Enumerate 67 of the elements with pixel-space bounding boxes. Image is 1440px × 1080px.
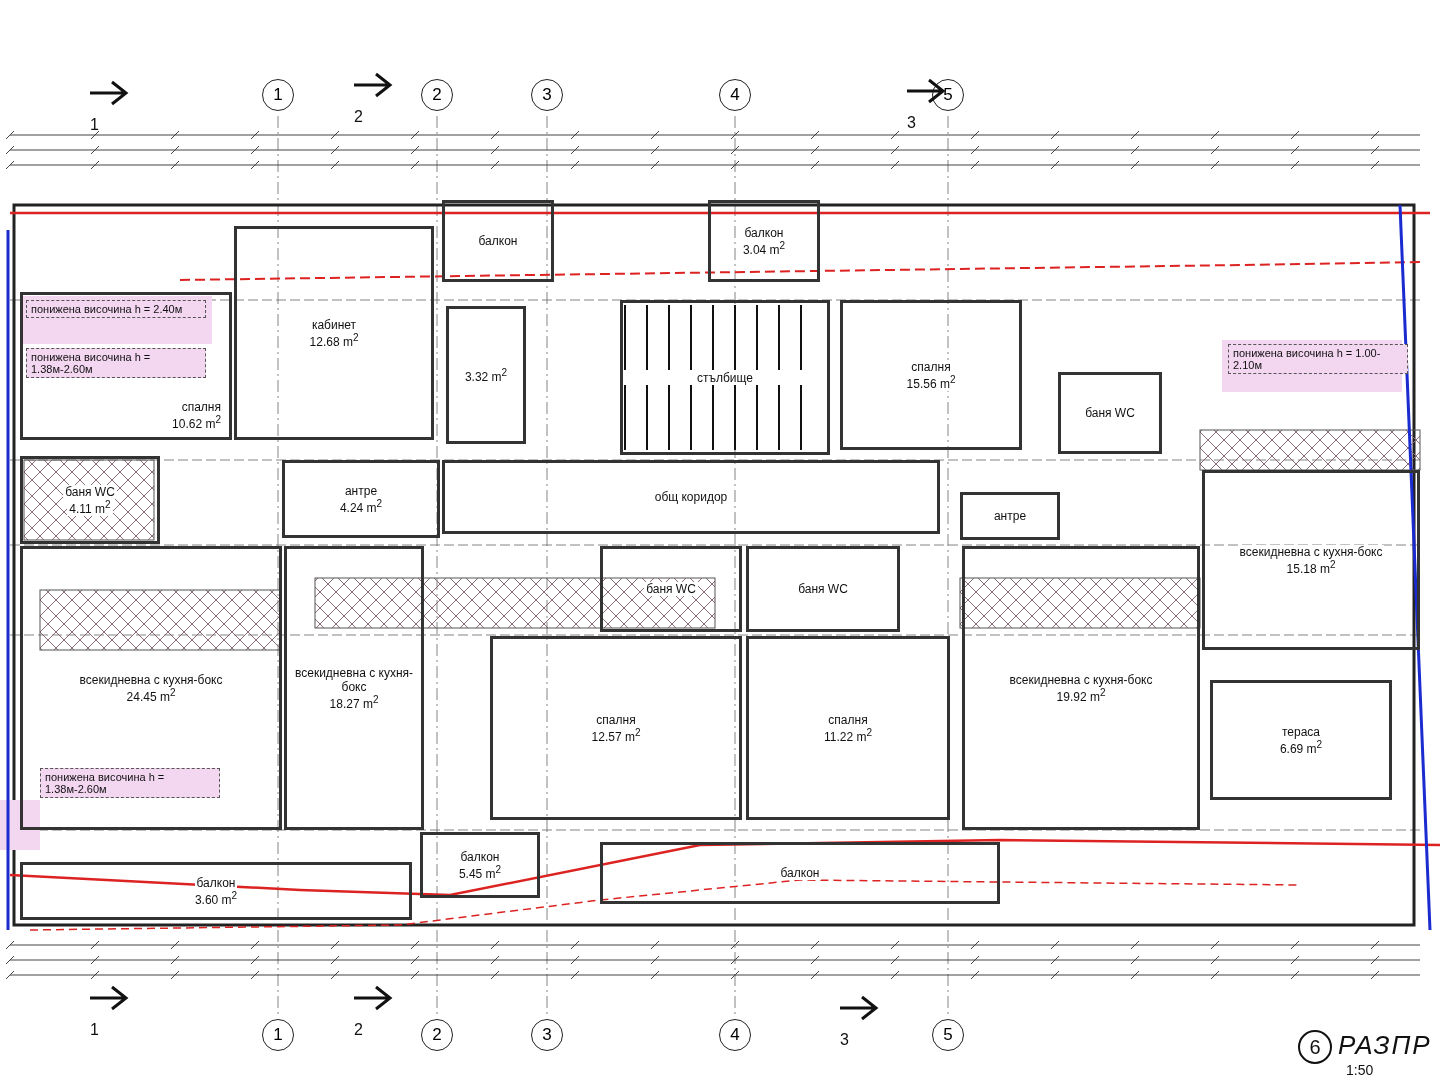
- room-name: всекидневна с кухня-бокс: [1237, 544, 1385, 559]
- room-area: 6.69 m$^{2}$: [1277, 738, 1325, 756]
- room-outline: [490, 636, 742, 820]
- room-outline: [960, 492, 1060, 540]
- room-outline: [420, 832, 540, 898]
- axis-bubble: 1: [262, 79, 294, 111]
- room-name: балкон: [742, 225, 786, 240]
- room-outline: [620, 300, 830, 455]
- room-name: 3.32 m$^{2}$: [462, 366, 510, 384]
- room-area: 10.62 m$^{2}$: [170, 414, 223, 431]
- section-number: 3: [840, 1031, 849, 1049]
- section-number: 1: [90, 116, 99, 134]
- drawing-title: РАЗПР: [1338, 1030, 1432, 1061]
- room-name: балкон: [194, 875, 238, 890]
- room-area: 11.22 m$^{2}$: [822, 726, 874, 744]
- height-note: понижена височина h = 1.38м-2.60м: [26, 348, 206, 378]
- room-outline: [600, 546, 742, 632]
- height-note: понижена височина h = 1.00-2.10м: [1228, 344, 1408, 374]
- room-outline: [962, 546, 1200, 830]
- room-name: спалня: [909, 359, 953, 374]
- axis-bubble: 5: [932, 79, 964, 111]
- room-outline: [284, 546, 424, 830]
- room-outline: [840, 300, 1022, 450]
- room-name: баня WC: [644, 582, 698, 596]
- room-outline: [442, 200, 554, 282]
- scale-text: 1:50: [1346, 1062, 1374, 1078]
- room-name: всекидневна с кухня-бокс: [77, 672, 225, 687]
- room-outline: [1058, 372, 1162, 454]
- room-outline: [20, 862, 412, 920]
- room-outline: [600, 842, 1000, 904]
- room-outline: [442, 460, 940, 534]
- section-number: 3: [907, 114, 916, 132]
- room-outline: [746, 546, 900, 632]
- room-area: 4.24 m$^{2}$: [337, 497, 385, 515]
- section-number: 2: [354, 108, 363, 126]
- section-number: 2: [354, 1021, 363, 1039]
- height-note: понижена височина h = 2.40м: [26, 300, 206, 318]
- room-outline: [1210, 680, 1392, 800]
- axis-bubble: 4: [719, 79, 751, 111]
- room-outline: [234, 226, 434, 440]
- room-outline: [746, 636, 950, 820]
- section-number: 1: [90, 1021, 99, 1039]
- axis-bubble: 1: [262, 1019, 294, 1051]
- room-name: балкон: [458, 849, 502, 864]
- height-note: понижена височина h = 1.38м-2.60м: [40, 768, 220, 798]
- room-name: кабинет: [309, 317, 359, 332]
- axis-bubble: 5: [932, 1019, 964, 1051]
- room-name: общ коридор: [652, 490, 730, 504]
- room-name: балкон: [476, 234, 520, 248]
- room-name: баня WC: [1083, 406, 1137, 420]
- room-name: стълбище: [695, 370, 755, 385]
- room-name: баня WC: [796, 582, 850, 596]
- axis-bubble: 3: [531, 1019, 563, 1051]
- room-name: всекидневна с кухня-бокс: [1007, 672, 1155, 687]
- room-area: 12.57 m$^{2}$: [589, 726, 643, 744]
- room-outline: [1202, 470, 1420, 650]
- room-outline: [446, 306, 526, 444]
- axis-bubble: 3: [531, 79, 563, 111]
- sheet-number: 6: [1298, 1030, 1332, 1064]
- axis-bubble: 2: [421, 79, 453, 111]
- room-outline: [20, 456, 160, 544]
- room-area: 15.56 m$^{2}$: [904, 373, 958, 391]
- axis-bubble: 4: [719, 1019, 751, 1051]
- room-name: балкон: [778, 866, 822, 880]
- room-outline: [282, 460, 440, 538]
- room-outline: [708, 200, 820, 282]
- axis-bubble: 2: [421, 1019, 453, 1051]
